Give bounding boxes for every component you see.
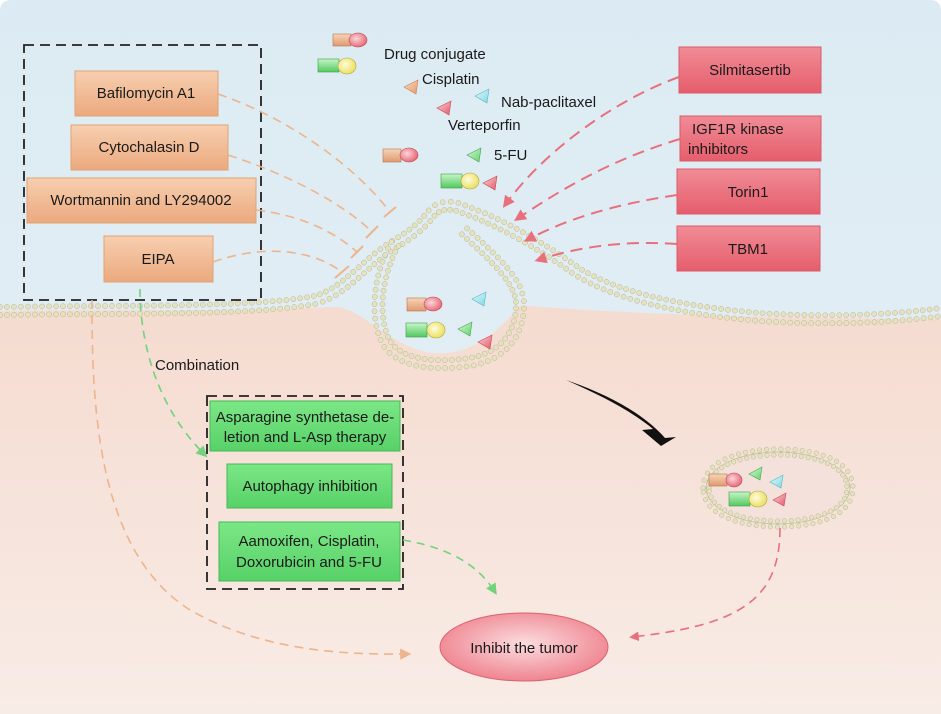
inhibitor-box-eipa: EIPA (103, 235, 214, 283)
induction-arrows (502, 76, 681, 264)
therapy-box-asparagine: Asparagine synthetase de- letion and L-A… (209, 400, 401, 452)
outcome-node: Inhibit the tumor (439, 612, 609, 682)
fu5-label: 5-FU (494, 147, 527, 164)
inhibitor-box-wortmannin: Wortmannin and LY294002 (26, 177, 257, 224)
combination-arrow (139, 288, 208, 458)
inducer-label: TBM1 (728, 241, 768, 258)
drug-conjugate-label: Drug conjugate (384, 46, 486, 63)
cargo-legend: Drug conjugate Cisplatin Nab-paclitaxel … (317, 32, 596, 191)
inducer-label: Torin1 (728, 184, 769, 201)
inhibitor-group-frame (23, 44, 262, 301)
plasma-membrane (0, 198, 941, 372)
inhibitor-box-bafilomycin: Bafilomycin A1 (74, 70, 219, 117)
combination-label: Combination (155, 357, 239, 374)
therapy-label: Autophagy inhibition (242, 478, 377, 495)
nab-paclitaxel-label: Nab-paclitaxel (501, 94, 596, 111)
verteporfin-icon (482, 175, 498, 191)
inhibitor-box-cytochalasin: Cytochalasin D (70, 124, 229, 171)
inducer-box-tbm1: TBM1 (676, 225, 821, 272)
nab-paclitaxel-icon (474, 88, 490, 104)
inducer-box-silmitasertib: Silmitasertib (678, 46, 822, 94)
cisplatin-icon (403, 79, 419, 95)
verteporfin-icon (436, 100, 452, 116)
inhibition-bar-ends (334, 206, 397, 279)
therapy-box-chemo: Aamoxifen, Cisplatin, Doxorubicin and 5-… (218, 521, 401, 582)
inhibitor-label: EIPA (141, 251, 174, 268)
inhibitor-label: Cytochalasin D (99, 139, 200, 156)
outcome-label: Inhibit the tumor (470, 640, 578, 657)
inhibitor-to-tumor-arrow (91, 299, 412, 660)
fu5-icon (466, 147, 482, 163)
combination-group-frame (206, 395, 404, 590)
inducer-box-igf1r: IGF1R kinase inhibitors (679, 115, 822, 162)
inducer-label: inhibitors (688, 141, 748, 158)
internalized-cargo (405, 291, 493, 350)
therapy-box-autophagy: Autophagy inhibition (226, 463, 393, 509)
inducer-box-torin1: Torin1 (676, 168, 821, 215)
inducer-label: IGF1R kinase (692, 121, 784, 138)
therapy-label: Aamoxifen, Cisplatin, (239, 533, 380, 550)
verteporfin-label: Verteporfin (448, 117, 521, 134)
inhibitor-label: Wortmannin and LY294002 (50, 192, 231, 209)
drug-conjugate-icon (382, 147, 419, 163)
therapy-label: letion and L-Asp therapy (224, 429, 387, 446)
drug-conjugate-icon (317, 32, 368, 75)
cisplatin-label: Cisplatin (422, 71, 480, 88)
therapy-label: Asparagine synthetase de- (216, 409, 394, 426)
inhibition-arrows (212, 93, 391, 273)
internalization-arrow (566, 380, 676, 446)
therapy-label: Doxorubicin and 5-FU (236, 554, 382, 571)
inducer-label: Silmitasertib (709, 62, 791, 79)
vesicle-to-tumor-arrow (629, 527, 781, 642)
inhibitor-label: Bafilomycin A1 (97, 85, 195, 102)
therapy-to-tumor-arrow (402, 539, 497, 595)
drug-conjugate-icon (440, 172, 480, 190)
vesicle-cargo (708, 466, 787, 508)
